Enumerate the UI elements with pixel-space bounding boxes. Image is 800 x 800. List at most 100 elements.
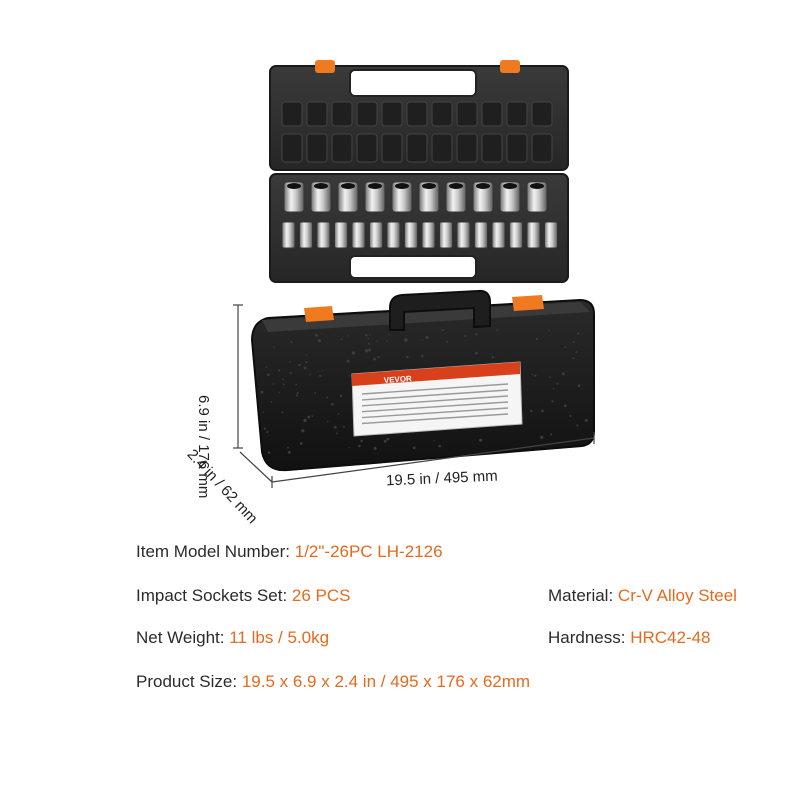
socket-bore: [314, 183, 328, 189]
texture-dot: [340, 338, 343, 341]
closed-latch-right: [512, 295, 544, 311]
lid-recess: [406, 133, 428, 163]
texture-dot: [305, 361, 308, 364]
texture-dot: [445, 340, 448, 343]
texture-dot: [552, 388, 555, 390]
texture-dot: [272, 383, 275, 385]
texture-dot: [290, 340, 293, 344]
impact-socket: [283, 181, 305, 213]
impact-socket: [316, 221, 331, 249]
texture-dot: [270, 400, 273, 403]
lid-recess: [531, 101, 553, 127]
texture-dot: [263, 427, 266, 430]
socket-bore: [449, 183, 463, 189]
spec-row-sockets-material: Impact Sockets Set: 26 PCS Material: Cr-…: [136, 586, 737, 606]
texture-dot: [358, 444, 361, 448]
texture-dot: [298, 363, 301, 367]
spec-product-size: Product Size: 19.5 x 6.9 x 2.4 in / 495 …: [136, 672, 530, 692]
impact-socket: [474, 221, 488, 249]
texture-dot: [491, 356, 494, 359]
impact-socket: [404, 221, 418, 249]
texture-dot: [289, 360, 291, 363]
spec-row-weight-hardness: Net Weight: 11 lbs / 5.0kg Hardness: HRC…: [136, 628, 711, 648]
texture-dot: [303, 418, 307, 423]
texture-dot: [386, 340, 389, 342]
lid-recess: [431, 101, 453, 127]
lid-recess: [506, 133, 528, 163]
impact-socket: [391, 181, 413, 213]
texture-dot: [496, 329, 499, 332]
latch-left: [315, 60, 335, 73]
label-line: [361, 407, 509, 419]
texture-dot: [388, 333, 390, 335]
texture-dot: [299, 442, 303, 445]
lid-recess: [281, 133, 303, 163]
texture-dot: [317, 338, 322, 343]
texture-dot: [406, 356, 409, 359]
texture-dot: [311, 415, 313, 417]
impact-socket: [472, 181, 494, 213]
texture-dot: [551, 400, 554, 403]
texture-dot: [531, 373, 534, 376]
texture-dot: [337, 413, 340, 415]
texture-dot: [282, 378, 284, 381]
lid-recess: [456, 133, 478, 163]
texture-dot: [307, 415, 311, 419]
lid-recess: [506, 101, 528, 127]
lid-recess: [481, 101, 503, 127]
texture-dot: [425, 335, 429, 340]
lid-recess: [306, 101, 328, 127]
texture-dot: [577, 332, 580, 335]
spec-material-value: Cr-V Alloy Steel: [617, 586, 737, 605]
texture-dot: [535, 337, 539, 341]
spec-hardness-value: HRC42-48: [630, 628, 711, 647]
texture-dot: [319, 374, 322, 377]
impact-socket: [509, 221, 523, 249]
texture-dot: [373, 447, 377, 450]
spec-sockets-value: 26 PCS: [291, 586, 351, 605]
texture-dot: [577, 384, 581, 387]
texture-dot: [326, 396, 329, 399]
impact-socket: [334, 221, 348, 249]
texture-dot: [333, 425, 337, 429]
texture-dot: [474, 351, 478, 355]
lid-recess: [281, 101, 303, 127]
lid-recess: [381, 101, 403, 127]
texture-dot: [383, 439, 387, 443]
impact-socket: [526, 221, 541, 249]
impact-socket: [421, 221, 436, 249]
texture-dot: [309, 373, 311, 376]
spec-weight-value: 11 lbs / 5.0kg: [229, 628, 330, 647]
impact-socket: [439, 221, 453, 249]
texture-dot: [564, 404, 567, 408]
socket-bore: [368, 183, 382, 189]
spec-hardness: Hardness: HRC42-48: [548, 628, 711, 648]
impact-socket: [351, 221, 366, 249]
texture-dot: [438, 444, 442, 448]
texture-dot: [376, 340, 378, 342]
texture-dot: [303, 366, 307, 370]
texture-dot: [262, 411, 264, 414]
spec-model-number: Item Model Number: 1/2"-26PC LH-2126: [136, 542, 443, 562]
label-line: [361, 401, 509, 413]
texture-dot: [305, 354, 308, 356]
texture-dot: [464, 335, 467, 338]
impact-socket: [456, 221, 471, 249]
texture-dot: [441, 329, 444, 331]
texture-dot: [301, 429, 305, 433]
texture-dot: [412, 446, 416, 450]
case-texture: [260, 329, 588, 454]
product-illustration: VEVOR: [233, 60, 595, 488]
lid-recess: [356, 133, 378, 163]
texture-dot: [569, 414, 572, 417]
texture-dot: [346, 359, 350, 363]
texture-dot: [273, 346, 275, 348]
texture-dot: [475, 333, 478, 336]
texture-dot: [576, 424, 579, 427]
texture-dot: [367, 337, 370, 340]
texture-dot: [287, 446, 289, 449]
lid-recess: [406, 101, 428, 127]
texture-dot: [330, 402, 334, 406]
texture-dot: [556, 382, 559, 385]
texture-dot: [326, 420, 329, 423]
